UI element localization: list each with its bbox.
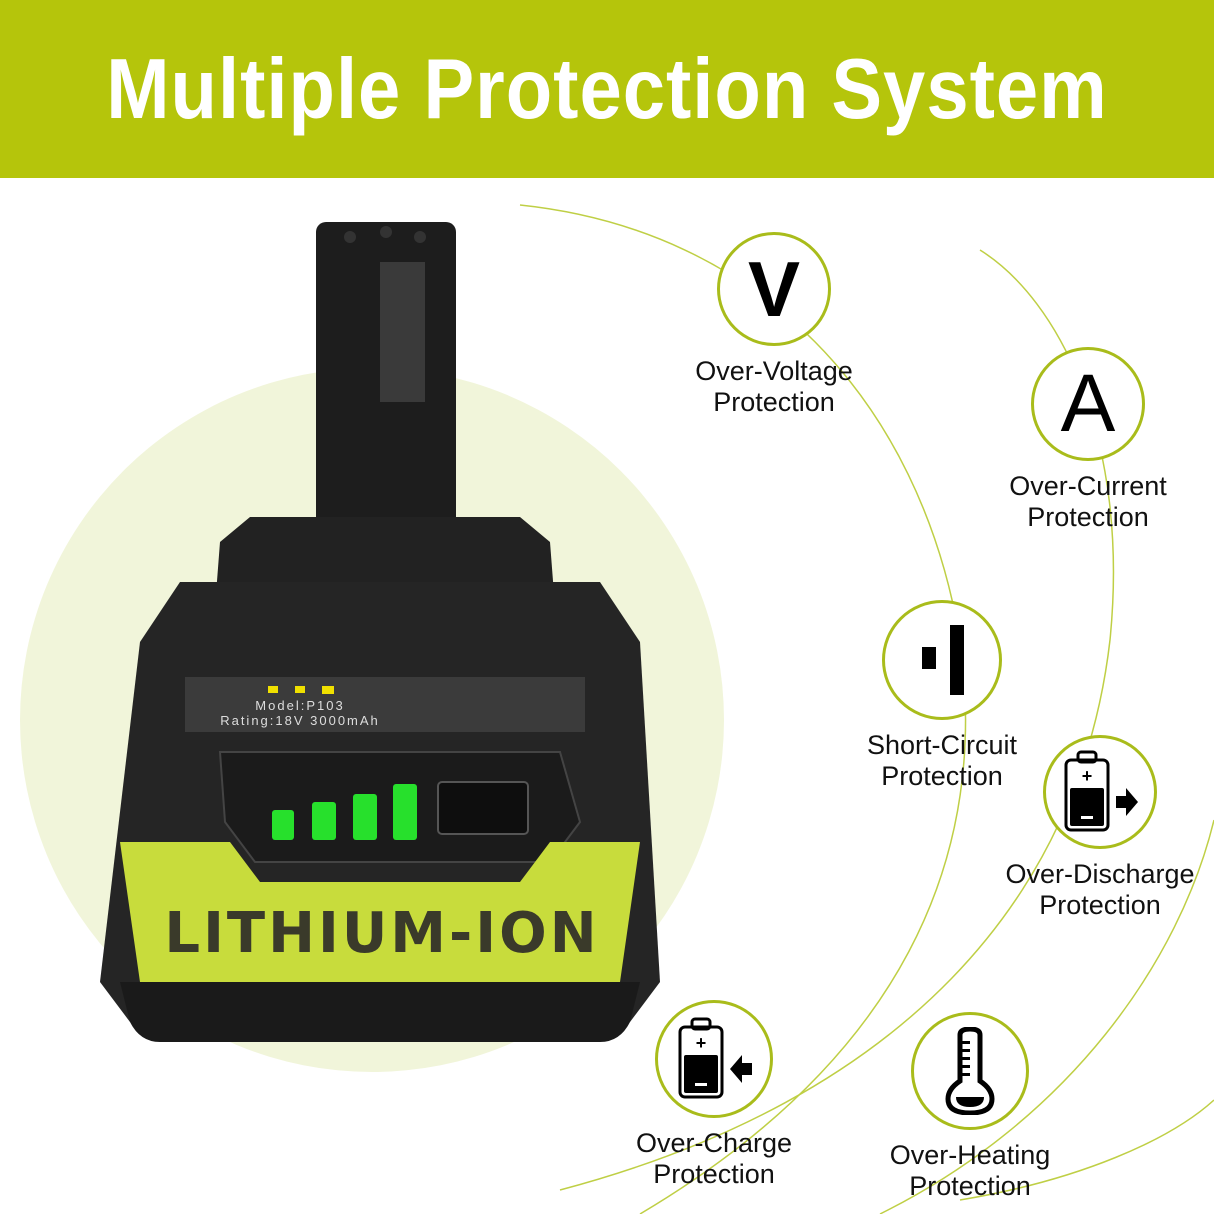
- charge-led-2: [312, 802, 336, 840]
- battery-discharge-icon: +: [1064, 750, 1138, 832]
- lithium-ion-label: LITHIUM-ION: [164, 901, 599, 966]
- lithium-ion-strip: [120, 842, 640, 982]
- decor-arc-bottom: [959, 1099, 1214, 1201]
- thermometer-icon-ring: [911, 1012, 1029, 1130]
- feature-over-heating: Over-Heating Protection: [850, 1012, 1090, 1202]
- short-circuit-icon: [922, 625, 964, 695]
- feature-label: Over-Voltage Protection: [695, 356, 853, 417]
- page-title: Multiple Protection System: [106, 41, 1108, 137]
- voltage-icon: V: [747, 245, 801, 333]
- feature-over-charge: + Over-Charge Protection: [594, 1000, 834, 1190]
- svg-text:+: +: [696, 1033, 707, 1053]
- short-circuit-icon-ring: [882, 600, 1002, 720]
- charge-led-4: [393, 784, 417, 840]
- decor-arc-middle: [559, 249, 1115, 1191]
- battery-post-slot: [380, 262, 425, 402]
- battery-discharge-icon-ring: +: [1043, 735, 1157, 849]
- feature-label: Over-Discharge Protection: [1005, 859, 1195, 920]
- current-icon: A: [1060, 358, 1116, 449]
- label-plate: [185, 677, 585, 732]
- feature-label: Short-Circuit Protection: [866, 730, 1018, 791]
- title-banner: Multiple Protection System: [0, 0, 1214, 178]
- battery-charge-icon: +: [678, 1017, 752, 1099]
- feature-short-circuit: Short-Circuit Protection: [822, 600, 1062, 792]
- thermometer-icon: [945, 1027, 995, 1115]
- current-icon-ring: A: [1031, 347, 1145, 461]
- feature-over-voltage: V Over-Voltage Protection: [654, 232, 894, 418]
- feature-label: Over-Charge Protection: [635, 1128, 793, 1189]
- svg-text:+: +: [1082, 766, 1093, 786]
- feature-over-discharge: + Over-Discharge Protection: [980, 735, 1214, 921]
- voltage-icon-ring: V: [717, 232, 831, 346]
- charge-led-1: [272, 810, 294, 840]
- decor-arc-outer: [879, 819, 1214, 1214]
- rating-label: Rating:18V 3000mAh: [220, 713, 380, 728]
- charge-led-3: [353, 794, 377, 840]
- battery-image: Model:P103 Rating:18V 3000mAh LITHIUM-IO…: [100, 222, 660, 1042]
- feature-label: Over-Current Protection: [1009, 471, 1167, 532]
- feature-over-current: A Over-Current Protection: [968, 347, 1208, 533]
- fuel-gauge-button: [437, 781, 529, 835]
- battery-charge-icon-ring: +: [655, 1000, 773, 1118]
- model-label: Model:P103: [255, 698, 344, 713]
- feature-label: Over-Heating Protection: [889, 1140, 1051, 1201]
